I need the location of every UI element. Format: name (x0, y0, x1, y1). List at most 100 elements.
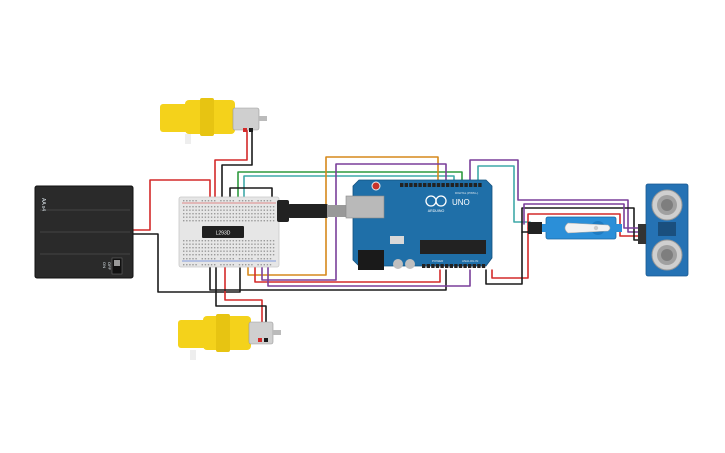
breadboard-hole (189, 247, 191, 249)
breadboard-hole (201, 206, 203, 208)
breadboard-hole (272, 240, 275, 242)
breadboard-hole (204, 209, 207, 211)
breadboard-hole (238, 213, 241, 215)
breadboard-hole (248, 220, 250, 222)
header-pin (468, 264, 472, 268)
breadboard-rail-hole (229, 200, 231, 202)
breadboard-hole (254, 216, 256, 218)
breadboard-hole (214, 240, 216, 242)
breadboard-hole (217, 254, 219, 256)
breadboard-hole (235, 209, 238, 211)
breadboard-hole (226, 240, 228, 242)
wire-battery-positive (132, 179, 211, 231)
usb-port[interactable] (345, 195, 385, 219)
breadboard-hole (189, 243, 191, 245)
breadboard-rail-hole (220, 258, 222, 260)
header-pin (455, 183, 459, 187)
arduino-model-text: UNO (452, 198, 470, 207)
breadboard-hole (207, 254, 210, 256)
breadboard-rail-hole (207, 264, 210, 266)
breadboard-hole (214, 254, 216, 256)
breadboard-hole (229, 213, 231, 215)
breadboard-rail-hole (260, 258, 262, 260)
breadboard-rail-hole (223, 258, 225, 260)
wire-red-5v (254, 261, 441, 283)
breadboard-hole (195, 254, 197, 256)
breadboard-hole (248, 240, 250, 242)
breadboard-hole (263, 209, 265, 211)
header-pin (458, 264, 463, 268)
breadboard-hole (186, 250, 188, 252)
reset-button[interactable] (371, 181, 381, 191)
breadboard-hole (198, 213, 200, 215)
breadboard-hole (204, 240, 207, 242)
breadboard-hole (266, 254, 269, 256)
breadboard-hole (217, 247, 219, 249)
dc-motor-top[interactable] (160, 98, 267, 144)
breadboard-hole (263, 240, 265, 242)
breadboard-hole (210, 243, 213, 245)
servo-motor[interactable] (528, 216, 622, 240)
wire-top-motor-a (214, 129, 248, 199)
breadboard-hole (251, 213, 253, 215)
breadboard-hole (195, 213, 197, 215)
breadboard-hole (229, 254, 231, 256)
breadboard-hole (254, 247, 256, 249)
breadboard[interactable]: L293D (178, 196, 280, 268)
breadboard-hole (214, 220, 216, 222)
breadboard-rail-hole (214, 200, 216, 202)
breadboard-rail-hole (207, 258, 210, 260)
breadboard-hole (257, 206, 259, 208)
breadboard-hole (195, 209, 197, 211)
breadboard-hole (201, 213, 203, 215)
motor-driver-chip[interactable] (202, 226, 244, 238)
breadboard-hole (257, 216, 259, 218)
breadboard-hole (245, 216, 247, 218)
breadboard-hole (254, 206, 256, 208)
header-pin (464, 183, 468, 187)
breadboard-hole (245, 250, 247, 252)
dc-motor-bottom[interactable] (178, 314, 281, 360)
breadboard-hole (260, 247, 262, 249)
breadboard-hole (220, 240, 222, 242)
breadboard-hole (232, 250, 234, 252)
breadboard-hole (204, 243, 207, 245)
breadboard-hole (245, 254, 247, 256)
breadboard-rail-hole (183, 258, 185, 260)
breadboard-hole (192, 247, 194, 249)
breadboard-hole (195, 247, 197, 249)
wire-black-sensor (521, 207, 641, 241)
ultrasonic-sensor[interactable] (638, 183, 689, 277)
breadboard-hole (210, 206, 213, 208)
breadboard-hole (214, 213, 216, 215)
breadboard-hole (207, 243, 210, 245)
breadboard-hole (195, 250, 197, 252)
breadboard-hole (263, 254, 265, 256)
breadboard-hole (272, 220, 275, 222)
breadboard-hole (245, 206, 247, 208)
analog-header-label: ANALOG IN (462, 259, 478, 263)
breadboard-rail-hole (257, 258, 259, 260)
breadboard-hole (229, 240, 231, 242)
breadboard-rail-hole (210, 200, 213, 202)
breadboard-hole (229, 209, 231, 211)
breadboard-hole (232, 216, 234, 218)
breadboard-hole (238, 216, 241, 218)
breadboard-hole (223, 243, 225, 245)
breadboard-hole (223, 209, 225, 211)
breadboard-hole (235, 240, 238, 242)
arduino-uno[interactable]: ARDUINO UNO DIGITAL (PWM~) POWER ANALOG … (345, 179, 493, 270)
breadboard-hole (198, 206, 200, 208)
header-pin (440, 264, 444, 268)
breadboard-rail-hole (220, 264, 222, 266)
power-jack[interactable] (358, 250, 384, 270)
breadboard-hole (210, 213, 213, 215)
wire-red-servo (491, 227, 535, 279)
breadboard-hole (183, 216, 185, 218)
breadboard-hole (269, 240, 272, 242)
header-pin (454, 264, 458, 268)
battery-pack[interactable]: AA x4 ON OFF (34, 185, 134, 279)
breadboard-hole (192, 206, 194, 208)
breadboard-hole (251, 254, 253, 256)
breadboard-rail-hole (229, 264, 231, 266)
